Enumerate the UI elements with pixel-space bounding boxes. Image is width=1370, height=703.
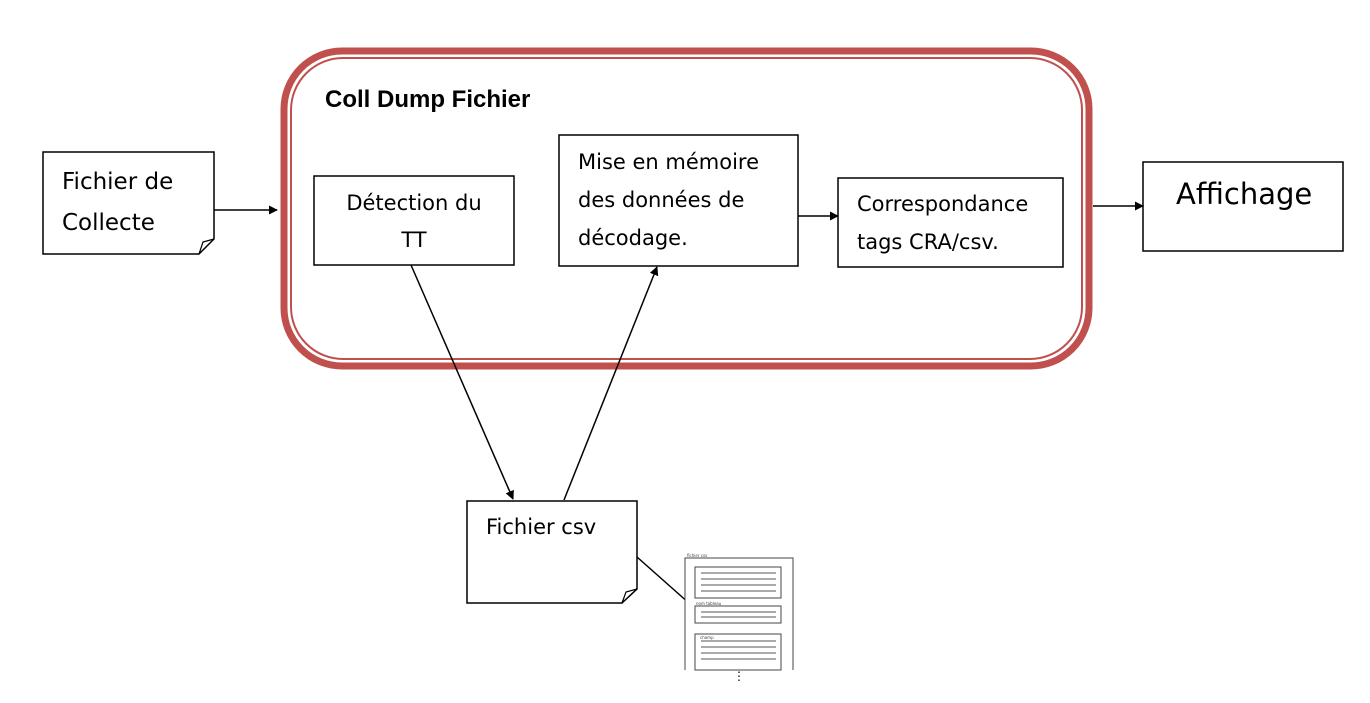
fichier-csv-fold <box>621 588 638 604</box>
mise-en-memoire-label-line3: décodage. <box>578 226 688 250</box>
thumbnail-label-table: nom tableau <box>696 601 722 606</box>
fichier-collecte-node <box>42 151 215 255</box>
detection-label-line2: TT <box>401 228 427 252</box>
mise-en-memoire-label-line1: Mise en mémoire <box>578 150 760 174</box>
affichage-node <box>1142 161 1344 252</box>
arrow-csv-to-memoire <box>563 266 659 501</box>
fichier-csv-node <box>466 500 638 604</box>
detection-label-line1: Détection du <box>346 191 482 215</box>
correspondance-label-line1: Correspondance <box>857 192 1029 216</box>
affichage-label: Affichage <box>1176 177 1313 211</box>
container-inner-border <box>290 57 1083 360</box>
fichier-csv-label: Fichier csv <box>486 515 597 539</box>
correspondance-node <box>837 177 1064 268</box>
detection-node <box>313 175 515 266</box>
fichier-collecte-fold <box>198 238 215 255</box>
csv-structure-thumbnail <box>684 557 794 671</box>
container-title: Coll Dump Fichier <box>325 86 531 113</box>
fichier-collecte-label-line1: Fichier de <box>62 169 174 195</box>
mise-en-memoire-label-line2: des données de <box>578 188 745 212</box>
arrow-detection-to-csv <box>410 264 514 500</box>
thumbnail-label-file: fichier csv <box>687 553 708 558</box>
thumbnail-label-field: champ <box>700 635 714 640</box>
mise-en-memoire-node <box>558 134 799 267</box>
thumbnail-more-indicator: ⋮ <box>733 669 745 683</box>
correspondance-label-line2: tags CRA/csv. <box>857 230 999 254</box>
container-outer-border <box>280 47 1093 370</box>
thumbnail-connector <box>636 556 691 605</box>
fichier-collecte-label-line2: Collecte <box>62 210 155 236</box>
